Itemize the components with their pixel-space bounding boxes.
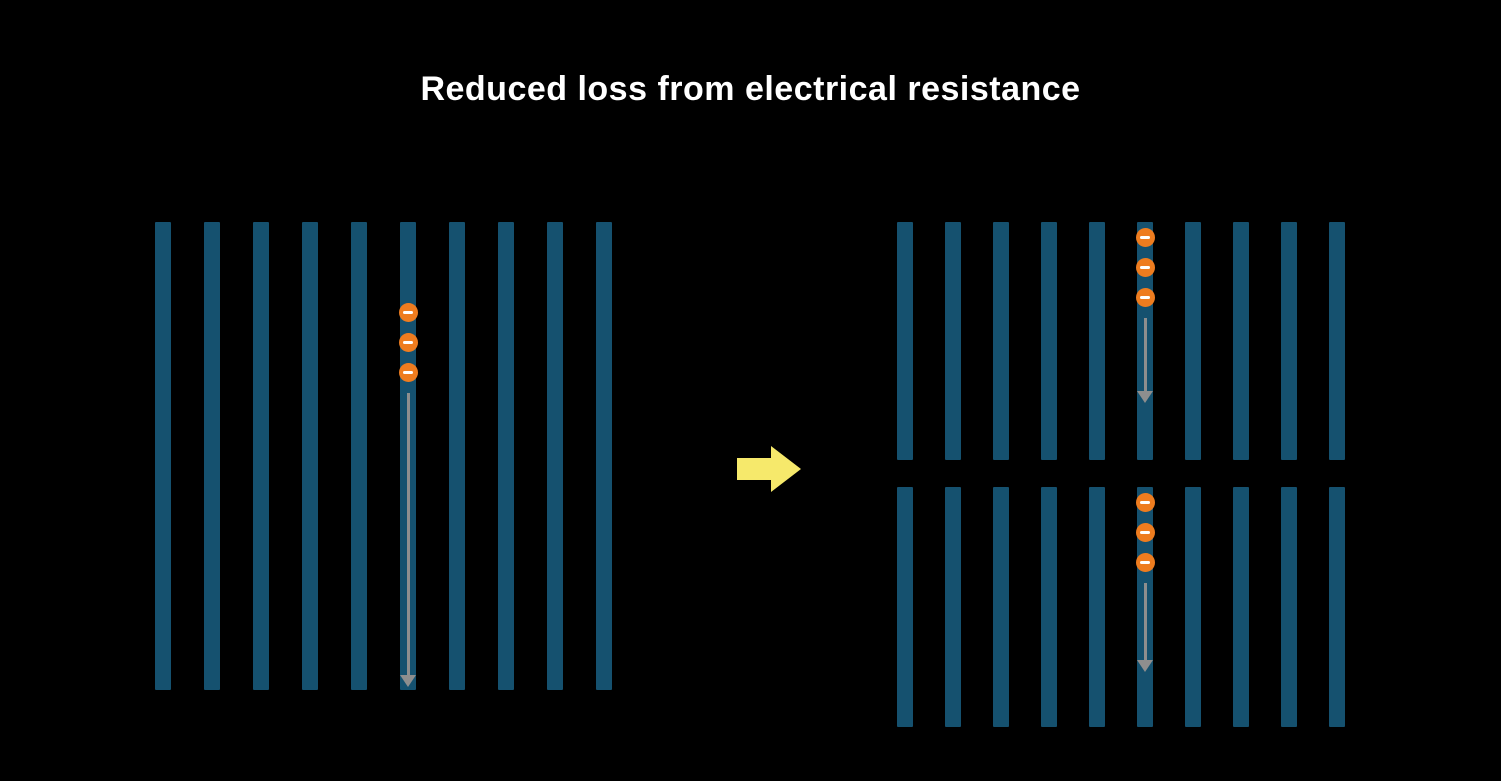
right-bottom-bar-group bbox=[897, 487, 1345, 727]
electron-icon bbox=[1135, 493, 1155, 512]
conductor-bar bbox=[945, 487, 961, 727]
conductor-bar bbox=[1041, 222, 1057, 460]
minus-icon bbox=[1140, 295, 1150, 300]
electron-icon bbox=[398, 333, 418, 352]
left-bar-group bbox=[155, 222, 612, 690]
minus-icon bbox=[1140, 500, 1150, 505]
flow-arrow-icon bbox=[1143, 583, 1147, 660]
conductor-bar bbox=[449, 222, 465, 690]
conductor-bar bbox=[547, 222, 563, 690]
conductor-bar bbox=[1281, 222, 1297, 460]
conductor-bar bbox=[1233, 487, 1249, 727]
minus-icon bbox=[1140, 235, 1150, 240]
electron-icon bbox=[1135, 258, 1155, 277]
conductor-bar bbox=[1329, 487, 1345, 727]
conductor-bar bbox=[897, 222, 913, 460]
conductor-bar bbox=[302, 222, 318, 690]
minus-icon bbox=[1140, 560, 1150, 565]
conductor-bar bbox=[1185, 487, 1201, 727]
minus-icon bbox=[1140, 265, 1150, 270]
conductor-bar bbox=[897, 487, 913, 727]
right-top-electron-flow bbox=[1135, 228, 1155, 403]
minus-icon bbox=[403, 340, 413, 345]
conductor-bar bbox=[945, 222, 961, 460]
electron-icon bbox=[1135, 553, 1155, 572]
electron-icon bbox=[398, 303, 418, 322]
conductor-bar bbox=[1089, 222, 1105, 460]
conductor-bar bbox=[351, 222, 367, 690]
conductor-bar bbox=[204, 222, 220, 690]
conductor-bar bbox=[596, 222, 612, 690]
electron-icon bbox=[1135, 523, 1155, 542]
conductor-bar bbox=[498, 222, 514, 690]
electron-icon bbox=[1135, 288, 1155, 307]
conductor-bar bbox=[253, 222, 269, 690]
conductor-bar bbox=[155, 222, 171, 690]
conductor-bar bbox=[1281, 487, 1297, 727]
flow-arrow-icon bbox=[1143, 318, 1147, 391]
electron-icon bbox=[398, 363, 418, 382]
flow-arrow-icon bbox=[406, 393, 410, 675]
minus-icon bbox=[403, 370, 413, 375]
left-electron-flow bbox=[398, 303, 418, 687]
conductor-bar bbox=[1185, 222, 1201, 460]
minus-icon bbox=[1140, 530, 1150, 535]
minus-icon bbox=[403, 310, 413, 315]
conductor-bar bbox=[1233, 222, 1249, 460]
electron-icon bbox=[1135, 228, 1155, 247]
diagram-title: Reduced loss from electrical resistance bbox=[420, 70, 1081, 108]
conductor-bar bbox=[1089, 487, 1105, 727]
conductor-bar bbox=[1041, 487, 1057, 727]
conductor-bar bbox=[993, 222, 1009, 460]
right-top-bar-group bbox=[897, 222, 1345, 460]
right-bottom-electron-flow bbox=[1135, 493, 1155, 672]
transform-arrow-icon bbox=[737, 446, 801, 492]
conductor-bar bbox=[1329, 222, 1345, 460]
conductor-bar bbox=[993, 487, 1009, 727]
